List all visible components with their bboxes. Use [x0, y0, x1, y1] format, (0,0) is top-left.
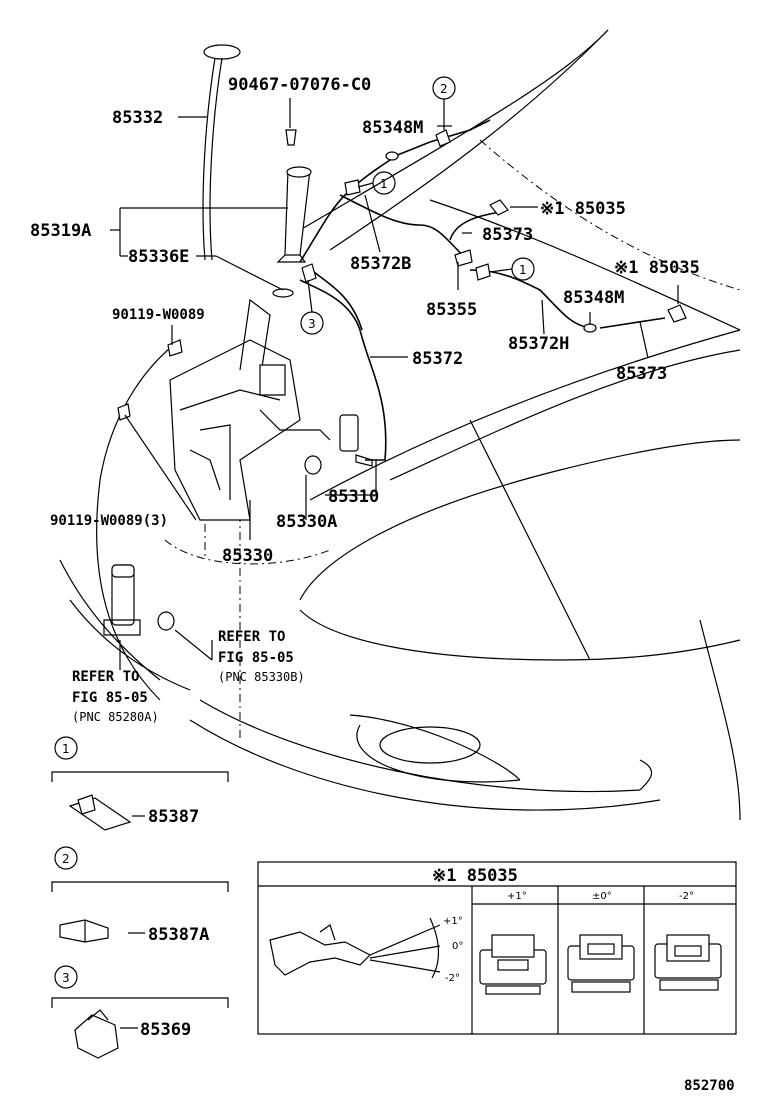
refer-label-1-line3: (PNC 85330B)	[218, 670, 305, 684]
callout-3-mid: 3	[300, 279, 324, 335]
label-85355: 85355	[426, 300, 477, 320]
label-85035-top: ※1 85035	[540, 199, 626, 219]
inset-title: ※1 85035	[432, 866, 518, 886]
leader-lines	[110, 98, 679, 1029]
label-85372: 85372	[412, 349, 463, 369]
label-85330A: 85330A	[276, 512, 337, 532]
filler-cap-85332	[202, 44, 241, 261]
label-85310: 85310	[328, 487, 379, 507]
figure-number: 852700	[684, 1078, 735, 1094]
inset-angle-minus2: -2°	[445, 973, 460, 984]
legend-item-3: 3 85369	[51, 965, 229, 1059]
svg-text:3: 3	[308, 317, 316, 331]
label-85035-mid: ※1 85035	[614, 258, 700, 278]
washer-tank-85330	[169, 298, 331, 521]
inset-angle-plus1: +1°	[443, 916, 463, 927]
label-90467-07076-C0: 90467-07076-C0	[228, 75, 371, 95]
label-85369: 85369	[140, 1020, 191, 1040]
inset-angle-zero: 0°	[452, 941, 463, 952]
label-90119-W0089: 90119-W0089	[112, 307, 205, 323]
inset-nozzle-drawing: +1° 0° -2°	[269, 916, 463, 984]
label-85373-top: 85373	[482, 225, 533, 245]
svg-text:2: 2	[440, 82, 448, 96]
refer-label-1-line2: FIG 85-05	[218, 650, 294, 666]
inset-gauge-plus1	[479, 934, 547, 995]
label-85348M-mid: 85348M	[563, 288, 624, 308]
svg-text:1: 1	[519, 263, 527, 277]
callout-1-top: 1	[357, 171, 396, 195]
callout-circles: 2 1 1 3	[300, 76, 535, 335]
inset-col-plus1: +1°	[507, 891, 527, 902]
label-85387A: 85387A	[148, 925, 209, 945]
nozzles-and-joints	[117, 129, 687, 421]
label-85372B: 85372B	[350, 254, 411, 274]
svg-text:2: 2	[62, 852, 70, 866]
ref-pump-85280A	[103, 564, 175, 636]
legend-item-2: 2 85387A	[51, 846, 229, 945]
inset-85035-adjustment: ※1 85035 +1° ±0° -2° +1° 0° -2°	[257, 861, 737, 1035]
pump-85310	[304, 414, 373, 475]
refer-label-2-line2: FIG 85-05	[72, 690, 148, 706]
label-85372H: 85372H	[508, 334, 569, 354]
refer-label-1-line1: REFER TO	[218, 629, 285, 645]
callout-1-mid: 1	[489, 257, 535, 281]
label-85330: 85330	[222, 546, 273, 566]
label-85336E: 85336E	[128, 247, 189, 267]
inset-gauge-zero	[567, 934, 635, 993]
inset-col-minus2: -2°	[679, 891, 694, 902]
part-labels: 85332 90467-07076-C0 85348M 85319A 85336…	[30, 75, 700, 724]
label-90119-W0089-3: 90119-W0089(3)	[50, 513, 168, 529]
svg-text:1: 1	[380, 177, 388, 191]
svg-text:1: 1	[62, 742, 70, 756]
legend-item-1: 1 85387	[51, 736, 229, 831]
inset-col-zero: ±0°	[592, 891, 612, 902]
legend-clips: 1 85387 2 85387A 3 85369	[51, 736, 229, 1059]
svg-text:3: 3	[62, 971, 70, 985]
refer-label-2-line3: (PNC 85280A)	[72, 710, 159, 724]
label-85373-mid: 85373	[616, 364, 667, 384]
label-85319A: 85319A	[30, 221, 91, 241]
inset-gauge-minus2	[654, 934, 722, 991]
label-85332: 85332	[112, 108, 163, 128]
callout-2-top: 2	[432, 76, 456, 130]
label-85387: 85387	[148, 807, 199, 827]
car-body-outline	[59, 29, 741, 821]
refer-label-2-line1: REFER TO	[72, 669, 139, 685]
label-85348M-top: 85348M	[362, 118, 423, 138]
